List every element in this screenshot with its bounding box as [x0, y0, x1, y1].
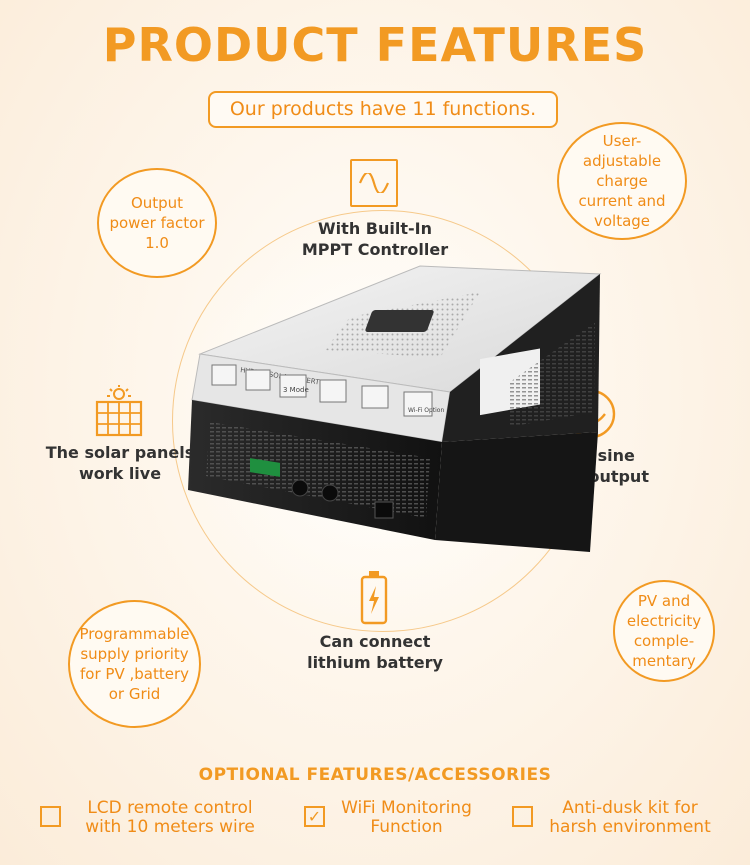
subtitle-banner: Our products have 11 functions. — [208, 91, 558, 128]
feature-mppt-line1: With Built-In — [318, 219, 432, 238]
checkbox-wifi-monitoring[interactable]: ✓ — [304, 806, 325, 827]
option-wifi-monitoring-line2: Function — [370, 817, 443, 837]
checkmark-icon: ✓ — [307, 807, 322, 826]
option-lcd-remote-line2: with 10 meters wire — [85, 817, 255, 837]
feature-solar-line2: work live — [78, 464, 162, 483]
feature-mppt: With Built-In MPPT Controller — [290, 218, 460, 260]
feature-battery-line1: Can connect — [319, 632, 431, 651]
bubble-output-power-factor: Output power factor 1.0 — [97, 168, 217, 278]
inverter-device-image: HYBRID SOLAR INVERTER 3 Mode Wi-Fi Optio… — [180, 262, 610, 586]
checkbox-anti-dusk[interactable] — [512, 806, 533, 827]
option-wifi-monitoring-line1: WiFi Monitoring — [341, 798, 472, 818]
feature-battery: Can connect lithium battery — [290, 631, 460, 673]
optional-features-title: OPTIONAL FEATURES/ACCESSORIES — [198, 765, 552, 785]
bubble-supply-priority: Programmable supply priority for PV ,bat… — [68, 600, 201, 728]
option-lcd-remote: LCD remote control with 10 meters wire — [70, 799, 270, 837]
option-anti-dusk-line2: harsh environment — [549, 817, 711, 837]
device-mode-text: 3 Mode — [283, 386, 309, 394]
sine-wave-box-icon — [350, 159, 398, 207]
checkbox-lcd-remote[interactable] — [40, 806, 61, 827]
bubble-adjustable-charge: User-adjustable charge current and volta… — [557, 122, 687, 240]
device-wifi-text: Wi-Fi Option — [408, 407, 444, 414]
option-lcd-remote-line1: LCD remote control — [87, 798, 253, 818]
solar-panel-icon — [93, 385, 145, 441]
feature-mppt-line2: MPPT Controller — [301, 240, 449, 259]
page-title: PRODUCT FEATURES — [102, 18, 648, 72]
option-anti-dusk-line1: Anti-dusk kit for — [562, 798, 698, 818]
feature-battery-line2: lithium battery — [307, 653, 443, 672]
feature-solar-line1: The solar panels — [45, 443, 195, 462]
feature-solar: The solar panels work live — [40, 442, 200, 484]
battery-icon — [359, 570, 389, 629]
option-anti-dusk: Anti-dusk kit for harsh environment — [540, 799, 720, 837]
bubble-pv-complementary: PV and electricity comple-mentary — [613, 580, 715, 682]
option-wifi-monitoring: WiFi Monitoring Function — [334, 799, 479, 837]
